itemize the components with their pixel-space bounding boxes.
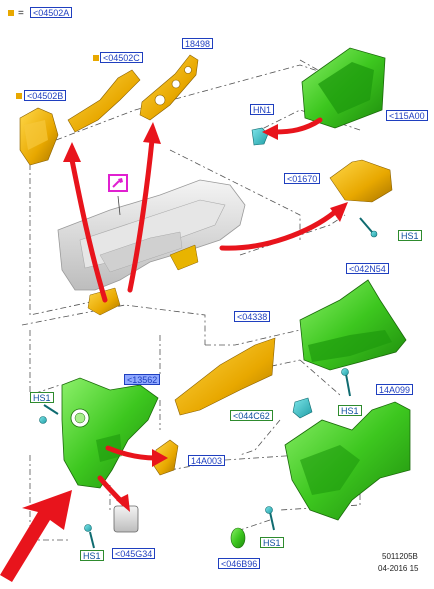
dashboard-assembly	[57, 179, 246, 316]
label-18498[interactable]: 18498	[182, 38, 214, 49]
screw-bottom	[84, 524, 95, 549]
label-HS1-mid[interactable]: HS1	[338, 405, 362, 416]
pink-callout-box	[108, 174, 128, 192]
label-13562[interactable]: <13562	[124, 374, 161, 385]
legend-marker	[8, 10, 14, 16]
footer-part-id: 5011205B	[382, 552, 418, 561]
part-044C62	[292, 397, 313, 419]
legend-code[interactable]: <04502A	[30, 7, 73, 18]
label-045G34[interactable]: <045G34	[112, 548, 156, 559]
label-01670[interactable]: <01670	[284, 173, 321, 184]
label-HS1-top[interactable]: HS1	[398, 230, 422, 241]
screw-mid	[341, 368, 351, 397]
part-13562	[61, 377, 159, 489]
marker-04502B	[16, 93, 22, 99]
label-044C62[interactable]: <044C62	[230, 410, 273, 421]
part-045G34	[113, 505, 139, 533]
big-red-pointer-arrow	[0, 490, 72, 582]
label-04338[interactable]: <04338	[234, 311, 271, 322]
label-14A099[interactable]: 14A099	[376, 384, 414, 395]
part-042N54	[299, 279, 407, 371]
label-04502B[interactable]: <04502B	[24, 90, 67, 101]
part-14A099	[284, 401, 411, 521]
label-046B96[interactable]: <046B96	[218, 558, 261, 569]
label-04502C[interactable]: <04502C	[100, 52, 143, 63]
part-04502B	[19, 107, 59, 166]
wrench-icon	[112, 178, 123, 188]
legend-equals: =	[18, 8, 24, 19]
red-arrow-heads	[63, 122, 348, 512]
part-04338	[174, 337, 276, 416]
screw-top	[359, 217, 378, 238]
label-115A00[interactable]: <115A00	[386, 110, 428, 121]
label-14A003[interactable]: 14A003	[188, 455, 226, 466]
label-HS1-left[interactable]: HS1	[30, 392, 54, 403]
part-04502C	[67, 69, 141, 133]
footer-date: 04-2016 15	[378, 564, 419, 573]
screw-right-bottom	[265, 506, 275, 531]
marker-04502C	[93, 55, 99, 61]
label-HS1-bottom[interactable]: HS1	[80, 550, 104, 561]
pink-callout-leader	[117, 195, 121, 216]
part-115A00	[301, 47, 386, 129]
screw-left	[39, 404, 59, 424]
label-042N54[interactable]: <042N54	[346, 263, 389, 274]
part-01670	[329, 159, 393, 203]
label-HS1-right[interactable]: HS1	[260, 537, 284, 548]
label-HN1[interactable]: HN1	[250, 104, 275, 115]
part-046B96	[230, 527, 246, 549]
part-18498	[139, 54, 199, 121]
